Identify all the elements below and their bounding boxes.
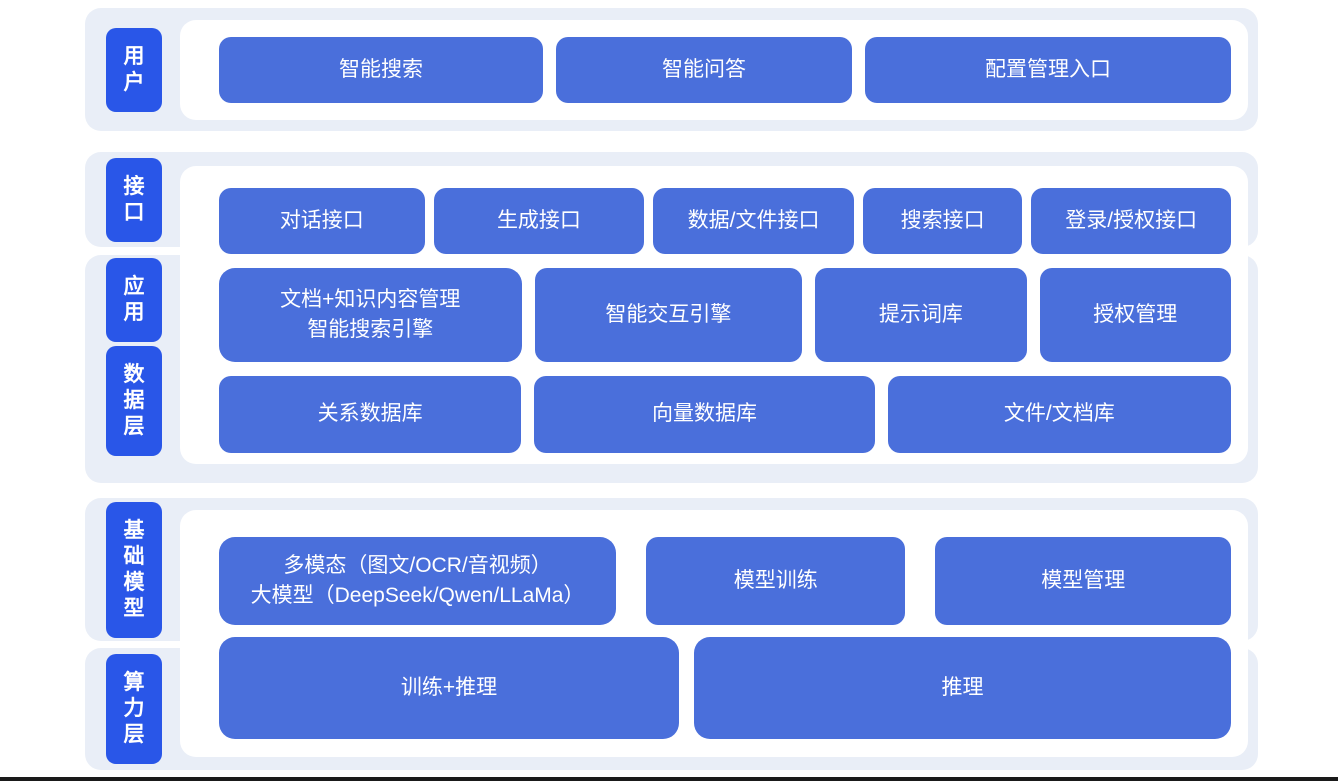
block-relational-db: 关系数据库 (219, 376, 522, 453)
block-intelligent-qa: 智能问答 (556, 37, 852, 103)
layer-label-base-model: 基础模型 (106, 501, 162, 638)
layer-label-interface: 接口 (106, 157, 162, 242)
layer-group-bottom: 基础模型 算力层 多模态（图文/OCR/音视频） 大模型（DeepSeek/Qw… (85, 498, 1258, 770)
row-model: 多模态（图文/OCR/音视频） 大模型（DeepSeek/Qwen/LLaMa）… (219, 537, 1231, 625)
row-interface: 对话接口 生成接口 数据/文件接口 搜索接口 登录/授权接口 (219, 188, 1231, 254)
row-application: 文档+知识内容管理 智能搜索引擎 智能交互引擎 提示词库 授权管理 (219, 268, 1231, 362)
block-file-doc-db: 文件/文档库 (887, 376, 1231, 453)
block-intelligent-search: 智能搜索 (219, 37, 543, 103)
bottom-edge-bar (0, 777, 1338, 781)
block-vector-db: 向量数据库 (534, 376, 875, 453)
layer-label-user: 用户 (106, 27, 162, 112)
row-user: 智能搜索 智能问答 配置管理入口 (219, 37, 1231, 103)
block-inference: 推理 (694, 637, 1231, 739)
layer-group-user: 用户 智能搜索 智能问答 配置管理入口 (85, 8, 1258, 131)
block-training-inference: 训练+推理 (219, 637, 679, 739)
layer-label-data: 数据层 (106, 346, 162, 456)
panel-middle: 对话接口 生成接口 数据/文件接口 搜索接口 登录/授权接口 文档+知识内容管理… (180, 166, 1248, 464)
block-prompt-library: 提示词库 (815, 268, 1027, 362)
row-compute: 训练+推理 推理 (219, 637, 1231, 739)
block-dialog-api: 对话接口 (219, 188, 425, 254)
row-data: 关系数据库 向量数据库 文件/文档库 (219, 376, 1231, 453)
block-auth-management: 授权管理 (1039, 268, 1231, 362)
block-model-management: 模型管理 (935, 537, 1231, 625)
block-multimodal-llm: 多模态（图文/OCR/音视频） 大模型（DeepSeek/Qwen/LLaMa） (219, 537, 617, 625)
layer-label-compute: 算力层 (106, 654, 162, 764)
block-line-1: 多模态（图文/OCR/音视频） (283, 553, 552, 577)
block-model-training: 模型训练 (646, 537, 906, 625)
block-intelligent-interaction-engine: 智能交互引擎 (534, 268, 803, 362)
block-config-management-entry: 配置管理入口 (865, 37, 1231, 103)
panel-bottom: 多模态（图文/OCR/音视频） 大模型（DeepSeek/Qwen/LLaMa）… (180, 510, 1248, 757)
panel-user: 智能搜索 智能问答 配置管理入口 (180, 20, 1248, 120)
block-doc-knowledge-search-engine: 文档+知识内容管理 智能搜索引擎 (219, 268, 522, 362)
block-line-2: 智能搜索引擎 (307, 318, 434, 341)
layer-label-application: 应用 (106, 258, 162, 342)
block-login-auth-api: 登录/授权接口 (1031, 188, 1231, 254)
block-generation-api: 生成接口 (433, 188, 645, 254)
block-search-api: 搜索接口 (862, 188, 1023, 254)
block-line-2: 大模型（DeepSeek/Qwen/LLaMa） (250, 584, 585, 607)
block-data-file-api: 数据/文件接口 (653, 188, 854, 254)
layer-group-middle: 接口 应用 数据层 对话接口 生成接口 数据/文件接口 搜索接口 登录/授权接口… (85, 152, 1258, 483)
block-line-1: 文档+知识内容管理 (280, 287, 461, 311)
